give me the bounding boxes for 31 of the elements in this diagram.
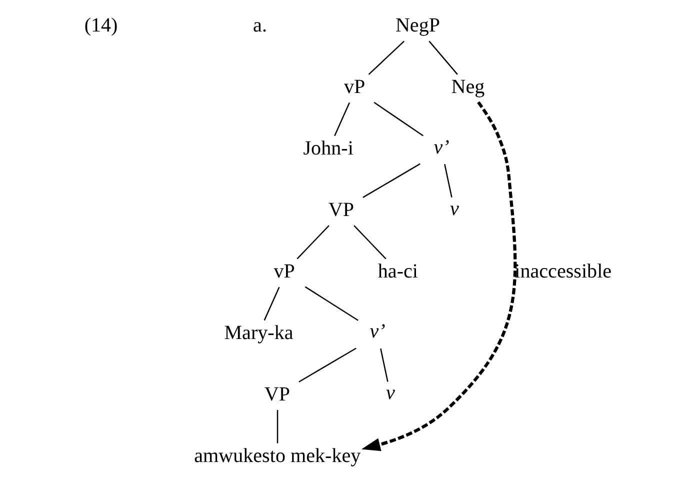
node-text: ha-ci (378, 260, 418, 283)
node-text: v’ (434, 136, 450, 158)
node-text: amwukesto mek-key (194, 444, 361, 467)
connector (298, 348, 356, 382)
node-text: vP (274, 260, 295, 283)
node-text: NegP (395, 14, 440, 37)
node-text: v (386, 382, 395, 404)
connector (444, 164, 452, 198)
label: (14) (84, 14, 118, 37)
connector (374, 102, 424, 136)
connector (296, 225, 330, 260)
arrow (361, 101, 517, 452)
connector (334, 102, 350, 136)
connector (264, 286, 280, 321)
node-text: Neg (451, 76, 485, 98)
node-text: v’ (370, 320, 386, 343)
node-text: John-i (303, 138, 354, 160)
node-text: Mary-ka (224, 322, 294, 344)
node-text: vP (344, 76, 366, 98)
node-text: VP (328, 199, 354, 222)
connector (362, 163, 420, 198)
connector (276, 410, 278, 444)
connector (380, 348, 388, 382)
connector (368, 40, 405, 75)
label: a. (253, 14, 267, 37)
node-text: v (450, 198, 459, 220)
connector (354, 225, 386, 260)
connector (304, 286, 358, 321)
edge-label: inaccessible (514, 260, 612, 283)
node-text: VP (264, 383, 290, 406)
connector (428, 40, 458, 75)
